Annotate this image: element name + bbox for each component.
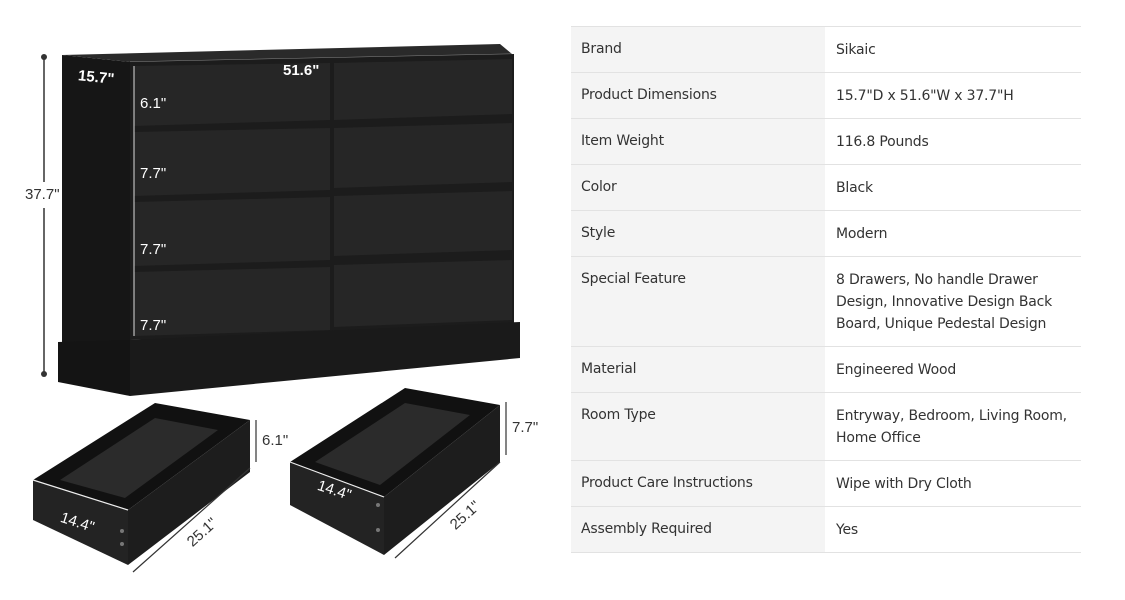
large-drawer-height-label: 7.7" xyxy=(512,419,539,436)
spec-value: 116.8 Pounds xyxy=(825,118,1081,165)
dresser-height-label: 37.7" xyxy=(25,186,60,203)
spec-key: Brand xyxy=(571,26,825,73)
spec-value: Sikaic xyxy=(825,26,1081,73)
product-specifications-table: Brand Sikaic Product Dimensions 15.7"D x… xyxy=(571,26,1081,553)
drawer-height-label-2: 7.7" xyxy=(140,165,167,182)
spec-row-product-dimensions: Product Dimensions 15.7"D x 51.6"W x 37.… xyxy=(571,72,1081,119)
spec-key: Product Care Instructions xyxy=(571,460,825,507)
spec-value: Entryway, Bedroom, Living Room, Home Off… xyxy=(825,392,1081,461)
spec-row-room-type: Room Type Entryway, Bedroom, Living Room… xyxy=(571,392,1081,461)
spec-value: Yes xyxy=(825,506,1081,553)
spec-key: Style xyxy=(571,210,825,257)
spec-key: Special Feature xyxy=(571,256,825,347)
drawer-height-label-4: 7.7" xyxy=(140,317,167,334)
spec-key: Material xyxy=(571,346,825,393)
spec-value: Wipe with Dry Cloth xyxy=(825,460,1081,507)
drawer-height-label-3: 7.7" xyxy=(140,241,167,258)
spec-key: Assembly Required xyxy=(571,506,825,553)
spec-row-care-instructions: Product Care Instructions Wipe with Dry … xyxy=(571,460,1081,507)
dresser-depth-label: 15.7" xyxy=(77,67,116,88)
spec-key: Room Type xyxy=(571,392,825,461)
dresser-illustration xyxy=(32,44,520,573)
spec-row-style: Style Modern xyxy=(571,210,1081,257)
small-drawer-height-label: 6.1" xyxy=(262,432,289,449)
spec-row-material: Material Engineered Wood xyxy=(571,346,1081,393)
spec-row-special-feature: Special Feature 8 Drawers, No handle Dra… xyxy=(571,256,1081,347)
spec-row-color: Color Black xyxy=(571,164,1081,211)
drawer-height-label-1: 6.1" xyxy=(140,95,167,112)
spec-row-item-weight: Item Weight 116.8 Pounds xyxy=(571,118,1081,165)
spec-key: Item Weight xyxy=(571,118,825,165)
spec-row-assembly-required: Assembly Required Yes xyxy=(571,506,1081,553)
spec-value: Engineered Wood xyxy=(825,346,1081,393)
spec-key: Color xyxy=(571,164,825,211)
spec-key: Product Dimensions xyxy=(571,72,825,119)
spec-value: 15.7"D x 51.6"W x 37.7"H xyxy=(825,72,1081,119)
spec-row-brand: Brand Sikaic xyxy=(571,26,1081,73)
spec-value: 8 Drawers, No handle Drawer Design, Inno… xyxy=(825,256,1081,347)
dresser-width-label: 51.6" xyxy=(283,62,320,79)
spec-value: Modern xyxy=(825,210,1081,257)
product-image: 37.7" 15.7" 51.6" 6.1" 7.7" 7.7" 7.7" 6.… xyxy=(0,0,560,600)
spec-value: Black xyxy=(825,164,1081,211)
